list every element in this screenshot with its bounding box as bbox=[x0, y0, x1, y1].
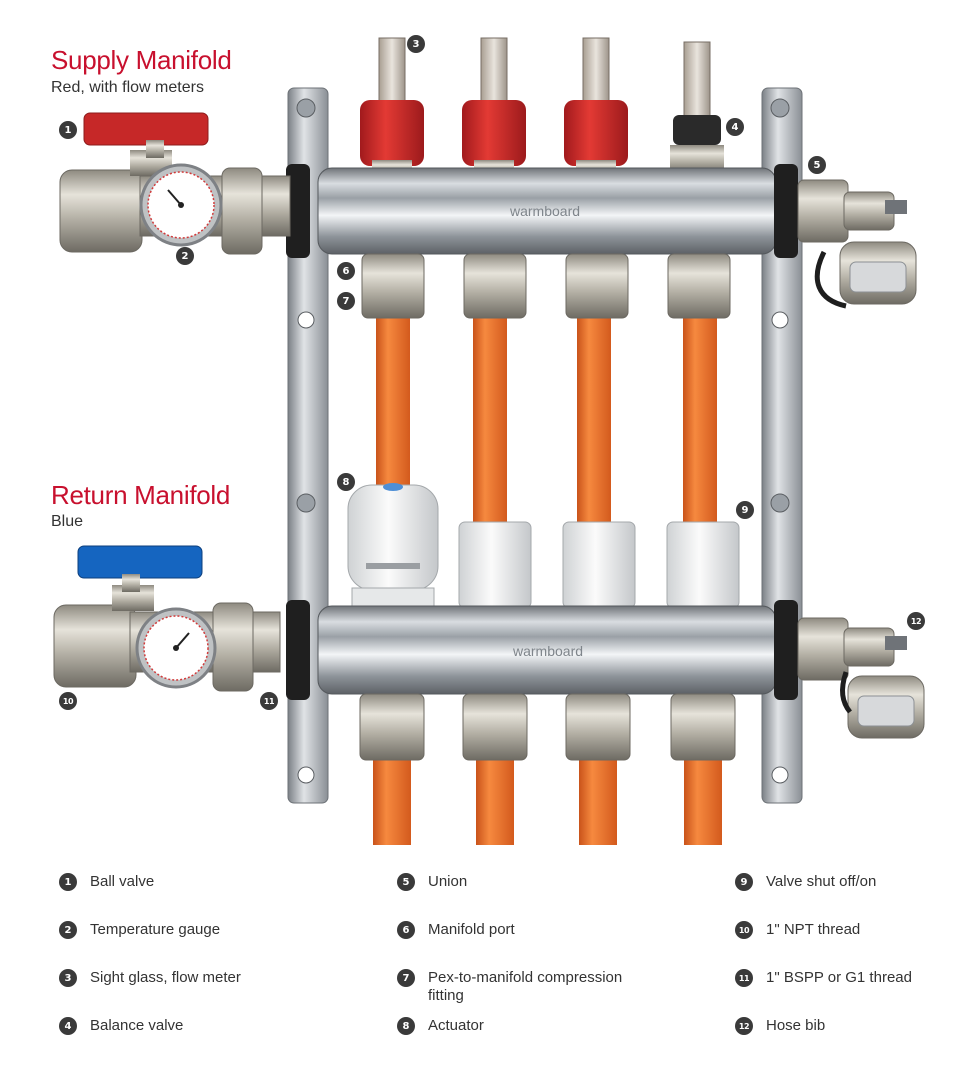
legend-badge-9: 9 bbox=[735, 873, 753, 891]
legend-label: Sight glass, flow meter bbox=[90, 969, 241, 986]
callout-badge-9: 9 bbox=[736, 501, 754, 519]
callout-badge-5: 5 bbox=[808, 156, 826, 174]
legend-item-valve-shut-off: 9 Valve shut off/on bbox=[735, 873, 965, 891]
callout-badge-6: 6 bbox=[337, 262, 355, 280]
legend-item-bspp-thread: 11 1" BSPP or G1 thread bbox=[735, 969, 965, 987]
legend-item-balance-valve: 4 Balance valve bbox=[59, 1017, 329, 1035]
legend-item-manifold-port: 6 Manifold port bbox=[397, 921, 667, 939]
return-fittings bbox=[359, 693, 736, 761]
callout-badge-10: 10 bbox=[59, 692, 77, 710]
pex-tubes bbox=[373, 318, 722, 845]
callout-badge-3: 3 bbox=[407, 35, 425, 53]
legend-label: Valve shut off/on bbox=[766, 873, 877, 890]
legend-item-sight-glass: 3 Sight glass, flow meter bbox=[59, 969, 329, 987]
return-manifold-title: Return Manifold bbox=[51, 480, 231, 510]
flow-meters bbox=[360, 37, 724, 176]
legend: 1 Ball valve 2 Temperature gauge 3 Sight… bbox=[0, 866, 975, 1056]
legend-badge-5: 5 bbox=[397, 873, 415, 891]
return-union-hose-bib bbox=[797, 617, 925, 739]
legend-label: Pex-to-manifold compression fitting bbox=[428, 969, 623, 1004]
legend-label: 1" NPT thread bbox=[766, 921, 861, 938]
legend-badge-1: 1 bbox=[59, 873, 77, 891]
legend-badge-6: 6 bbox=[397, 921, 415, 939]
legend-badge-4: 4 bbox=[59, 1017, 77, 1035]
return-brand-text: warmboard bbox=[512, 643, 583, 659]
callout-badge-7: 7 bbox=[337, 292, 355, 310]
legend-item-actuator: 8 Actuator bbox=[397, 1017, 667, 1035]
callout-badge-12: 12 bbox=[907, 612, 925, 630]
return-manifold-pipe: warmboard bbox=[286, 600, 798, 700]
legend-badge-8: 8 bbox=[397, 1017, 415, 1035]
balance-valve bbox=[670, 41, 724, 173]
manifold-illustration: warmboard bbox=[53, 37, 925, 845]
legend-badge-2: 2 bbox=[59, 921, 77, 939]
legend-label: Balance valve bbox=[90, 1017, 184, 1034]
actuator bbox=[347, 483, 439, 609]
legend-label: Actuator bbox=[428, 1017, 484, 1034]
legend-label: Manifold port bbox=[428, 921, 515, 938]
legend-badge-7: 7 bbox=[397, 969, 415, 987]
legend-label: Hose bib bbox=[766, 1017, 826, 1034]
legend-item-npt-thread: 10 1" NPT thread bbox=[735, 921, 965, 939]
legend-badge-10: 10 bbox=[735, 921, 753, 939]
callout-badge-4: 4 bbox=[726, 118, 744, 136]
legend-item-ball-valve: 1 Ball valve bbox=[59, 873, 329, 891]
legend-label: Union bbox=[428, 873, 468, 890]
valve-shut-off-caps bbox=[458, 521, 740, 609]
legend-label: 1" BSPP or G1 thread bbox=[766, 969, 912, 986]
legend-label: Ball valve bbox=[90, 873, 155, 890]
return-temperature-gauge bbox=[135, 607, 217, 689]
callout-badge-8: 8 bbox=[337, 473, 355, 491]
return-manifold-subtitle: Blue bbox=[51, 513, 84, 530]
legend-item-temperature-gauge: 2 Temperature gauge bbox=[59, 921, 329, 939]
legend-badge-11: 11 bbox=[735, 969, 753, 987]
supply-fittings bbox=[361, 253, 731, 319]
legend-item-hose-bib: 12 Hose bib bbox=[735, 1017, 965, 1035]
callout-badge-1: 1 bbox=[59, 121, 77, 139]
legend-item-union: 5 Union bbox=[397, 873, 667, 891]
legend-badge-3: 3 bbox=[59, 969, 77, 987]
callout-badge-11: 11 bbox=[260, 692, 278, 710]
legend-item-compression-fitting: 7 Pex-to-manifold compression fitting bbox=[397, 969, 667, 1005]
supply-brand-text: warmboard bbox=[509, 203, 580, 219]
supply-manifold-subtitle: Red, with flow meters bbox=[51, 79, 204, 96]
supply-manifold-pipe: warmboard bbox=[286, 164, 798, 258]
callout-badge-2: 2 bbox=[176, 247, 194, 265]
supply-union-hose-bib bbox=[797, 179, 917, 309]
legend-badge-12: 12 bbox=[735, 1017, 753, 1035]
legend-label: Temperature gauge bbox=[90, 921, 221, 938]
supply-manifold-title: Supply Manifold bbox=[51, 45, 232, 75]
supply-temperature-gauge bbox=[139, 163, 223, 247]
